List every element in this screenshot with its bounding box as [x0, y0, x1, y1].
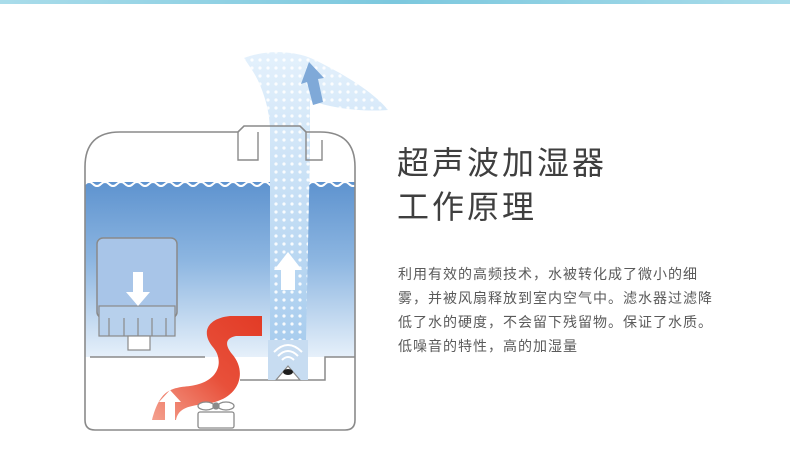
title-line-1: 超声波加湿器 [397, 144, 608, 182]
page-title: 超声波加湿器 工作原理 [397, 141, 767, 229]
humidifier-diagram [84, 52, 388, 431]
up-arrow-icon [159, 390, 181, 420]
heat-airflow [152, 316, 262, 420]
description-text: 利用有效的高频技术，水被转化成了微小的细雾，并被风扇释放到室内空气中。滤水器过滤… [398, 267, 713, 355]
humidifier-body [84, 125, 356, 431]
ultrasonic-transducer [268, 340, 308, 381]
down-arrow-icon [126, 272, 150, 306]
title-line-2: 工作原理 [397, 188, 538, 226]
up-arrow-icon [274, 252, 302, 290]
top-accent-line [0, 0, 790, 4]
fan-icon [197, 401, 235, 429]
up-arrow-icon [301, 62, 324, 105]
